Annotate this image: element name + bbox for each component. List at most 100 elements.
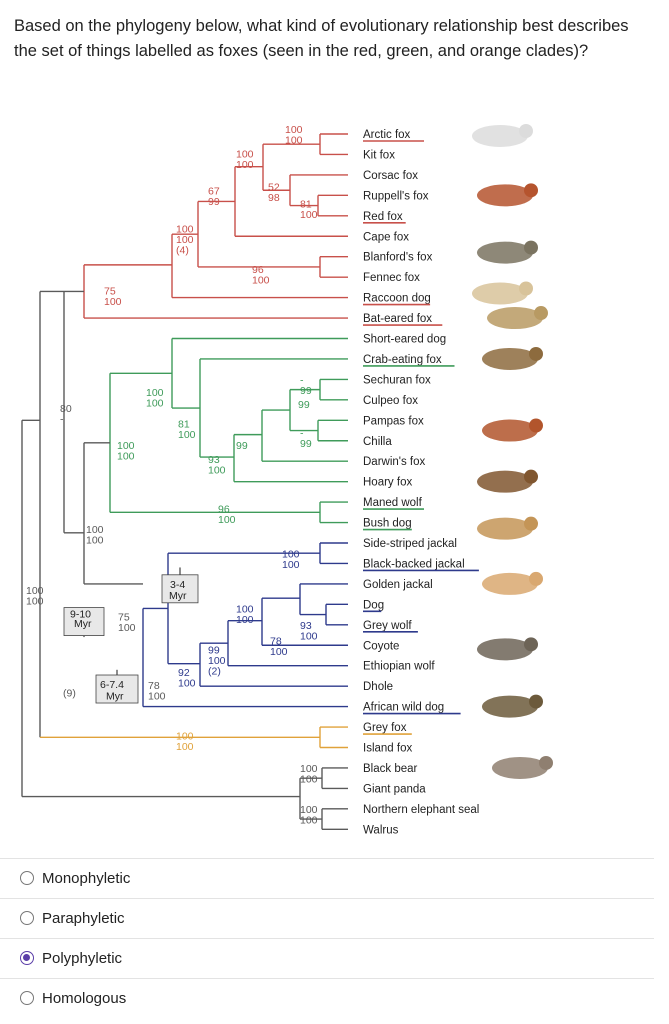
maned-wolf-icon	[482, 419, 538, 442]
node-support-label: 75	[118, 612, 130, 624]
bat-eared-fox-icon	[534, 306, 548, 321]
taxon-label: Walrus	[363, 824, 399, 836]
option-polyphyletic[interactable]: Polyphyletic	[0, 938, 654, 977]
option-homologous[interactable]: Homologous	[0, 978, 654, 1017]
node-support-label: 100	[146, 397, 164, 409]
red-fox-icon	[524, 183, 538, 198]
fennec-fox-icon	[519, 281, 533, 296]
node-support-label: 81	[178, 418, 190, 430]
bush-dog-icon	[529, 346, 543, 361]
arctic-fox-icon	[519, 124, 533, 138]
taxon-label: Grey wolf	[363, 620, 412, 632]
node-support-label: 100	[176, 234, 194, 246]
dog-icon	[529, 571, 543, 586]
bush-dog-icon	[482, 347, 538, 370]
option-monophyletic[interactable]: Monophyletic	[0, 858, 654, 897]
node-support-label: 100	[118, 622, 136, 634]
node-support-label: 100	[86, 534, 104, 546]
node-support-label: 100	[148, 691, 166, 703]
age-box	[63, 607, 105, 636]
node-support-label: 100	[176, 223, 194, 235]
taxon-label: Dhole	[363, 681, 393, 693]
node-support-label: 100	[252, 275, 270, 287]
taxon-label: Cape fox	[363, 231, 409, 243]
radio-button[interactable]	[20, 911, 34, 925]
node-support-label: 80	[60, 403, 72, 415]
node-support-label: 52	[268, 181, 280, 193]
question-text: Based on the phylogeny below, what kind …	[14, 17, 629, 60]
phylogeny-tree: 1001001001005298811006799100100(4)961007…	[21, 124, 553, 836]
option-label: Homologous	[42, 989, 127, 1007]
dog-icon	[482, 572, 538, 595]
node-support-label: 100	[300, 209, 318, 221]
taxon-label: Dog	[363, 599, 384, 611]
node-support-label: 100	[236, 604, 254, 616]
node-support-label: (2)	[208, 665, 221, 677]
animal-icons	[472, 124, 553, 779]
node-support-label: 100	[26, 585, 44, 597]
taxon-label: Hoary fox	[363, 477, 412, 489]
node-support-label: -	[300, 374, 304, 386]
node-support-label: 75	[104, 286, 116, 298]
jackal-icon	[477, 517, 533, 540]
node-support-label: 99	[208, 644, 220, 656]
taxon-label: Black bear	[363, 763, 418, 775]
node-support-label: 6-7.4	[100, 679, 124, 691]
african-wild-dog-icon	[482, 695, 538, 718]
node-support-label: 100	[236, 614, 254, 626]
taxon-label: Ruppell's fox	[363, 190, 429, 202]
option-paraphyletic[interactable]: Paraphyletic	[0, 898, 654, 937]
option-label: Monophyletic	[42, 869, 131, 887]
radio-button[interactable]	[20, 991, 34, 1005]
raccoon-dog-icon	[477, 241, 533, 264]
arctic-fox-icon	[472, 125, 528, 147]
taxon-label: Raccoon dog	[363, 293, 431, 305]
node-support-label: 78	[148, 680, 160, 692]
radio-button-selected[interactable]	[20, 951, 34, 965]
node-support-label: 100	[178, 677, 196, 689]
node-support-label: 100	[117, 440, 135, 452]
tree-branches	[21, 133, 348, 830]
taxon-label: Blanford's fox	[363, 252, 433, 264]
node-support-label: 96	[252, 264, 264, 276]
node-support-label: 81	[300, 199, 312, 211]
red-fox-icon	[477, 184, 533, 207]
taxon-label: Arctic fox	[363, 129, 411, 141]
node-support-label: Myr	[169, 590, 187, 602]
taxon-label: Corsac fox	[363, 170, 418, 182]
node-support-label: 100	[285, 124, 303, 136]
taxon-label: Crab-eating fox	[363, 354, 442, 366]
node-support-label: 100	[236, 149, 254, 161]
node-support-labels: 1001001001005298811006799100100(4)961007…	[26, 124, 318, 826]
taxon-label: African wild dog	[363, 702, 444, 714]
node-support-label: 100	[300, 630, 318, 642]
taxon-label: Pampas fox	[363, 415, 424, 427]
jackal-icon	[524, 516, 538, 531]
node-support-label: 98	[268, 192, 280, 204]
node-support-label: 100	[285, 135, 303, 147]
taxon-label: Black-backed jackal	[363, 558, 465, 570]
node-support-label: 67	[208, 185, 220, 197]
grey-wolf-icon	[477, 638, 533, 661]
taxon-label: Kit fox	[363, 149, 395, 161]
node-support-label: 92	[178, 667, 190, 679]
node-support-label: 93	[300, 620, 312, 632]
taxon-label: Maned wolf	[363, 497, 423, 509]
taxon-label: Coyote	[363, 640, 399, 652]
taxon-label: Island fox	[363, 743, 412, 755]
node-support-label: 100	[146, 387, 164, 399]
node-support-label: 99	[300, 385, 312, 397]
node-support-label: (9)	[63, 687, 76, 699]
node-support-label: 100	[176, 730, 194, 742]
taxon-label: Red fox	[363, 211, 403, 223]
fennec-fox-icon	[472, 282, 528, 305]
node-support-label: 100	[208, 655, 226, 667]
taxon-label: Darwin's fox	[363, 456, 426, 468]
radio-button[interactable]	[20, 871, 34, 885]
grey-fox-icon	[492, 756, 548, 779]
node-support-label: 100	[104, 296, 122, 308]
age-box	[161, 574, 199, 604]
option-label: Paraphyletic	[42, 909, 125, 927]
